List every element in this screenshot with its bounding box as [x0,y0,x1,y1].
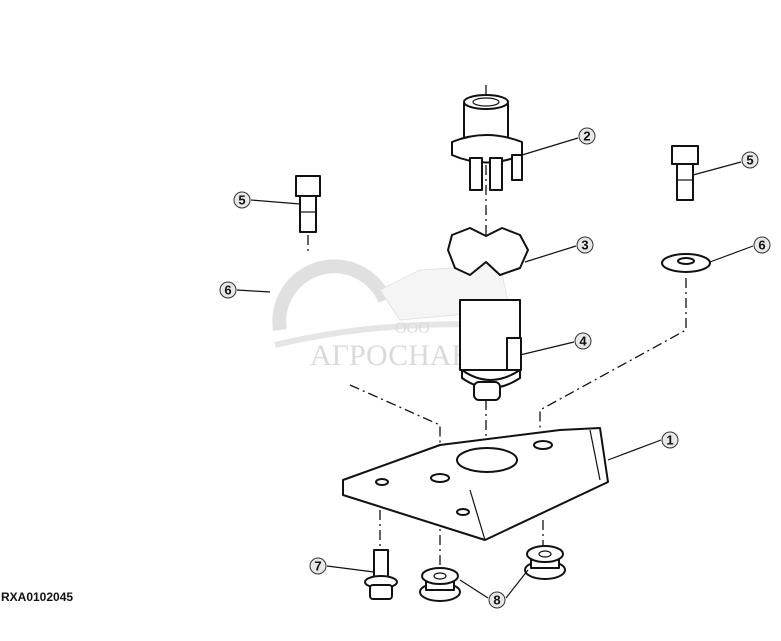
svg-text:8: 8 [493,593,500,608]
callout-8: 8 [488,591,506,609]
watermark-name: АГРОСНАБ [310,339,469,372]
callout-6-right: 6 [753,236,771,254]
callout-1: 1 [661,431,679,449]
grommet-right [524,545,566,580]
upper-coupler [451,94,523,191]
spider-insert [447,227,529,276]
callout-3: 3 [576,236,594,254]
leader-lines [236,137,754,599]
callout-2: 2 [578,127,596,145]
callout-4: 4 [574,332,592,350]
watermark-prefix: ООО [395,320,430,337]
washer-right [661,253,711,273]
svg-text:1: 1 [666,433,673,448]
callout-7: 7 [309,557,327,575]
callout-5-right: 5 [741,151,759,169]
cap-screw-left [295,175,321,233]
bracket [342,427,609,541]
svg-text:6: 6 [758,238,765,253]
flange-screw [364,549,398,600]
svg-text:4: 4 [579,334,587,349]
cap-screw-right [671,145,699,201]
callout-5-left: 5 [233,191,251,209]
svg-text:3: 3 [581,238,588,253]
lower-coupler [459,299,522,401]
callout-6-left: 6 [219,281,237,299]
svg-text:5: 5 [746,153,753,168]
svg-text:5: 5 [238,193,245,208]
svg-text:6: 6 [224,283,231,298]
svg-text:7: 7 [314,559,321,574]
figure-reference-id: RXA0102045 [1,590,74,604]
svg-text:2: 2 [583,129,590,144]
grommet-left [419,567,461,602]
